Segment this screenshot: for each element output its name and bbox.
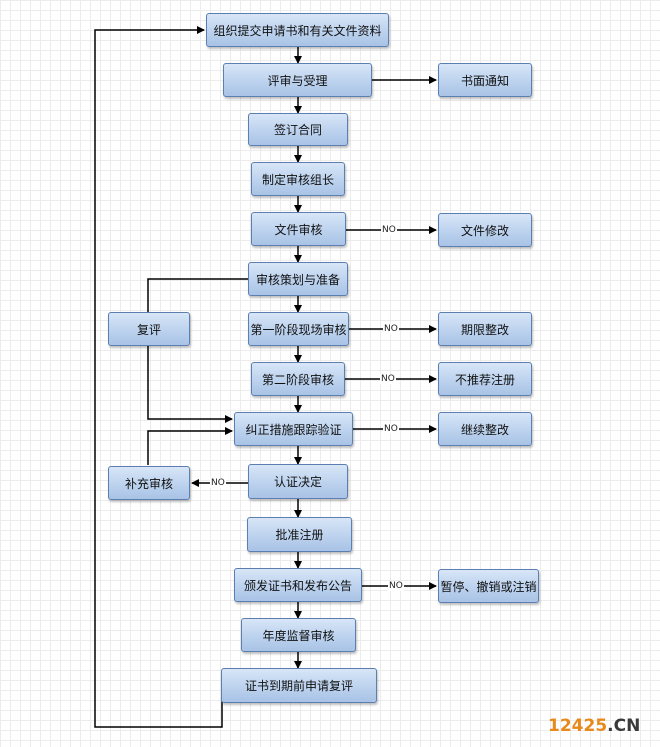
edge-label-no: NO <box>388 581 404 591</box>
edge-label-no: NO <box>381 225 397 235</box>
node-renewal-application: 证书到期前申请复评 <box>221 668 377 703</box>
node-certification-decision: 认证决定 <box>248 464 348 499</box>
edge-l2-n9 <box>147 427 233 465</box>
node-document-review: 文件审核 <box>251 212 346 246</box>
node-sign-contract: 签订合同 <box>248 113 348 146</box>
node-approve-registration: 批准注册 <box>247 517 352 552</box>
node-renewal-review: 复评 <box>108 312 190 346</box>
node-annual-surveillance: 年度监督审核 <box>241 618 356 652</box>
node-assign-lead-auditor: 制定审核组长 <box>251 162 345 196</box>
watermark-suffix: .CN <box>607 716 641 736</box>
edge-n14-n1-loop <box>94 26 223 728</box>
node-issue-certificate: 颁发证书和发布公告 <box>234 568 362 602</box>
edge-l1-loop <box>147 278 248 423</box>
node-corrective-action-verification: 纠正措施跟踪验证 <box>234 412 353 446</box>
node-review-acceptance: 评审与受理 <box>223 63 372 97</box>
edge-label-no: NO <box>380 374 396 384</box>
node-audit-planning: 审核策划与准备 <box>248 262 348 296</box>
site-watermark: 12425.CN <box>548 716 640 736</box>
node-supplementary-audit: 补充审核 <box>108 466 190 500</box>
node-suspend-revoke-cancel: 暂停、撤销或注销 <box>438 569 539 603</box>
node-deadline-rectification: 期限整改 <box>438 312 532 346</box>
edge-label-no: NO <box>383 324 399 334</box>
node-not-recommended: 不推荐注册 <box>438 362 532 396</box>
node-written-notice: 书面通知 <box>438 63 532 97</box>
watermark-number: 12425 <box>548 716 608 736</box>
node-document-revision: 文件修改 <box>438 213 532 247</box>
node-stage2-audit: 第二阶段审核 <box>251 362 345 396</box>
node-continue-rectification: 继续整改 <box>438 412 532 446</box>
edge-label-no: NO <box>383 424 399 434</box>
node-submit-application: 组织提交申请书和有关文件资料 <box>206 13 389 47</box>
node-stage1-audit: 第一阶段现场审核 <box>248 312 349 346</box>
edge-label-no: NO <box>210 478 226 488</box>
